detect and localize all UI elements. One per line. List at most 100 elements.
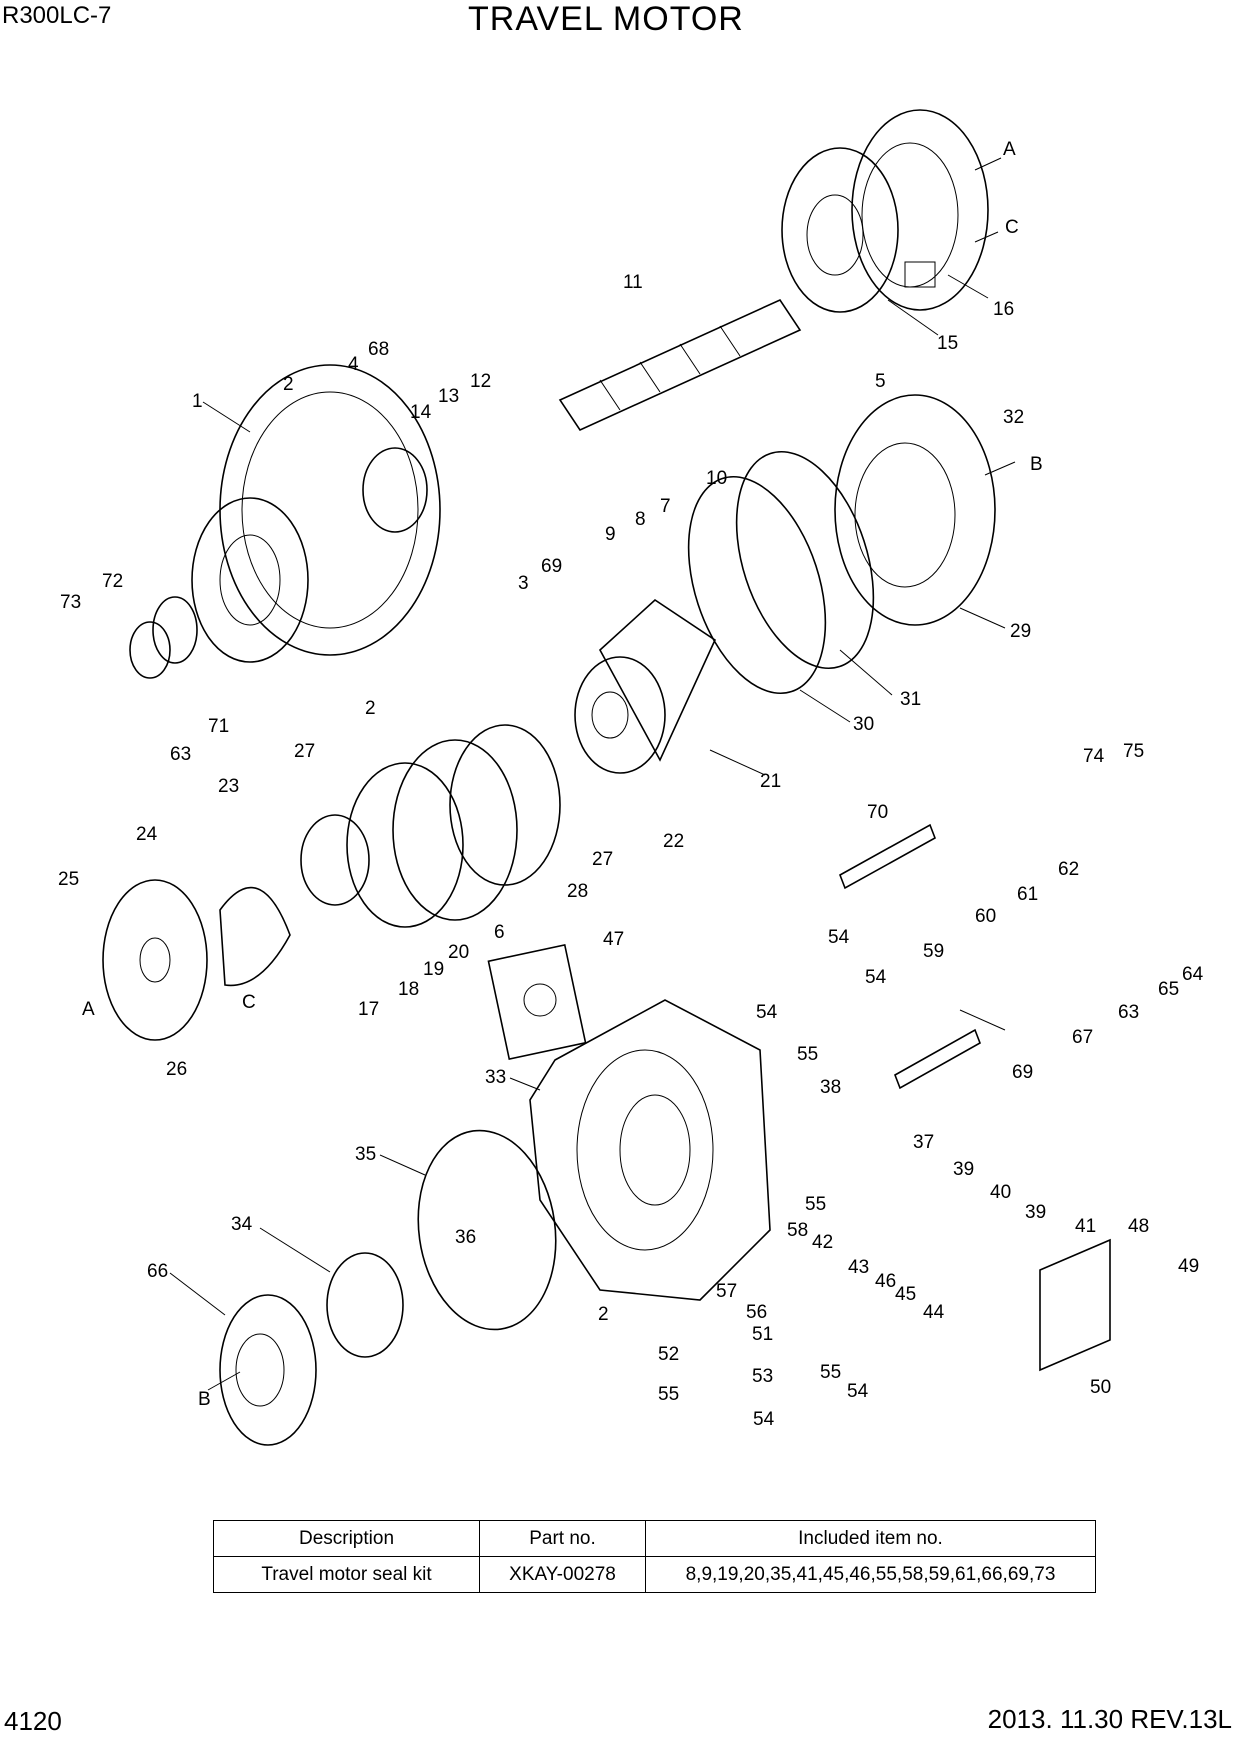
callout-34: 34	[231, 1214, 253, 1235]
callout-49: 49	[1178, 1256, 1199, 1277]
callout-7: 7	[660, 496, 671, 517]
callout-2: 2	[365, 698, 376, 719]
callout-5: 5	[875, 371, 886, 392]
callout-55: 55	[820, 1362, 841, 1383]
callout-73: 72	[102, 571, 123, 592]
callout-39: 39	[1025, 1202, 1046, 1223]
callout-69: 69	[541, 556, 562, 577]
callout-43: 43	[848, 1257, 869, 1278]
cell-part-no: XKAY-00278	[479, 1556, 646, 1593]
callout-55: 55	[797, 1044, 818, 1065]
callout-54: 54	[847, 1381, 869, 1402]
callout-8: 8	[635, 509, 646, 530]
callout-27: 27	[592, 849, 613, 870]
callout-37: 37	[913, 1132, 934, 1153]
callout-38: 38	[820, 1077, 841, 1098]
callout-27: 27	[294, 741, 315, 762]
callout-33: 33	[485, 1067, 506, 1088]
callout-59: 58	[787, 1220, 808, 1241]
callout-20: 20	[448, 942, 469, 963]
callout-58: 57	[716, 1281, 737, 1302]
column-header-description: Description	[213, 1520, 480, 1557]
callout-21: 21	[760, 771, 781, 792]
revision-date: 2013. 11.30 REV.13L	[987, 1704, 1232, 1734]
callout-45: 45	[895, 1284, 916, 1305]
callout-6: 6	[494, 922, 505, 943]
callout-24: 24	[136, 824, 158, 845]
callout-57: 56	[746, 1302, 767, 1323]
callout-13: 13	[438, 386, 459, 407]
callout-54: 54	[865, 967, 887, 988]
callout-72: 71	[208, 716, 229, 737]
callout-23: 23	[218, 776, 239, 797]
ref-letter-a: A	[82, 999, 95, 1020]
page-number: 4120	[4, 1706, 62, 1736]
callout-17: 17	[358, 999, 379, 1020]
callout-26: 26	[166, 1059, 187, 1080]
callout-50: 50	[1090, 1377, 1111, 1398]
callout-65: 64	[1182, 964, 1204, 985]
callout-28: 28	[567, 881, 588, 902]
seal-kit-table: Description Part no. Included item no. T…	[213, 1520, 1096, 1593]
callout-51: 51	[752, 1324, 773, 1345]
callout-42: 42	[812, 1232, 833, 1253]
callout-40: 40	[990, 1182, 1011, 1203]
callout-11: 11	[623, 272, 643, 293]
callout-9: 9	[605, 524, 616, 545]
callout-74: 73	[60, 592, 81, 613]
callout-62: 61	[1017, 884, 1038, 905]
callout-39: 39	[953, 1159, 974, 1180]
callout-36: 36	[455, 1227, 476, 1248]
callout-54: 54	[753, 1409, 775, 1430]
ref-letter-b: B	[1030, 454, 1043, 475]
ref-letter-a: A	[1003, 139, 1016, 160]
callout-47: 47	[603, 929, 624, 950]
callout-12: 12	[470, 371, 491, 392]
callout-46: 46	[875, 1271, 896, 1292]
callout-70: 69	[1012, 1062, 1033, 1083]
callout-2: 2	[283, 374, 294, 395]
ref-letter-c: C	[242, 992, 256, 1013]
callout-66: 65	[1158, 979, 1179, 1000]
callout-2: 2	[598, 1304, 609, 1325]
callout-19: 19	[423, 959, 444, 980]
callout-55: 55	[658, 1384, 679, 1405]
callout-15: 15	[937, 333, 958, 354]
callout-63: 63	[170, 744, 191, 765]
callout-18: 18	[398, 979, 419, 1000]
callout-52: 52	[658, 1344, 679, 1365]
callout-3: 3	[518, 573, 529, 594]
callout-41: 41	[1075, 1216, 1096, 1237]
table-row: Travel motor seal kit XKAY-00278 8,9,19,…	[213, 1556, 1096, 1593]
cell-description: Travel motor seal kit	[213, 1556, 480, 1593]
callout-4: 4	[348, 354, 359, 375]
callout-25: 25	[58, 869, 79, 890]
callout-48: 48	[1128, 1216, 1149, 1237]
callout-64: 63	[1118, 1002, 1139, 1023]
callout-68: 67	[1072, 1027, 1093, 1048]
callout-29: 29	[1010, 621, 1031, 642]
callout-54: 54	[828, 927, 850, 948]
callout-30: 30	[853, 714, 874, 735]
callout-60: 59	[923, 941, 944, 962]
callout-69: 68	[368, 339, 389, 360]
table-header-row: Description Part no. Included item no.	[213, 1520, 1096, 1557]
model-label: R300LC-7	[2, 2, 112, 29]
ref-letter-b: B	[198, 1389, 211, 1410]
callout-71: 70	[867, 802, 888, 823]
page-title: TRAVEL MOTOR	[468, 0, 744, 38]
callout-1: 1	[192, 391, 203, 412]
callout-44: 44	[923, 1302, 945, 1323]
cell-included-items: 8,9,19,20,35,41,45,46,55,58,59,61,66,69,…	[645, 1556, 1096, 1593]
ref-letter-c: C	[1005, 217, 1019, 238]
callout-75: 74	[1083, 746, 1105, 767]
callout-10: 10	[706, 468, 727, 489]
leader-lines	[169, 157, 1016, 1391]
part-drawings	[102, 109, 1111, 1446]
column-header-part-no: Part no.	[479, 1520, 646, 1557]
callout-31: 31	[900, 689, 921, 710]
callout-labels: 1 2 2 2 3 4 5 6 7 8 9 10 11 12 13 14 15 …	[58, 139, 1204, 1430]
callout-61: 60	[975, 906, 996, 927]
callout-35: 35	[355, 1144, 376, 1165]
